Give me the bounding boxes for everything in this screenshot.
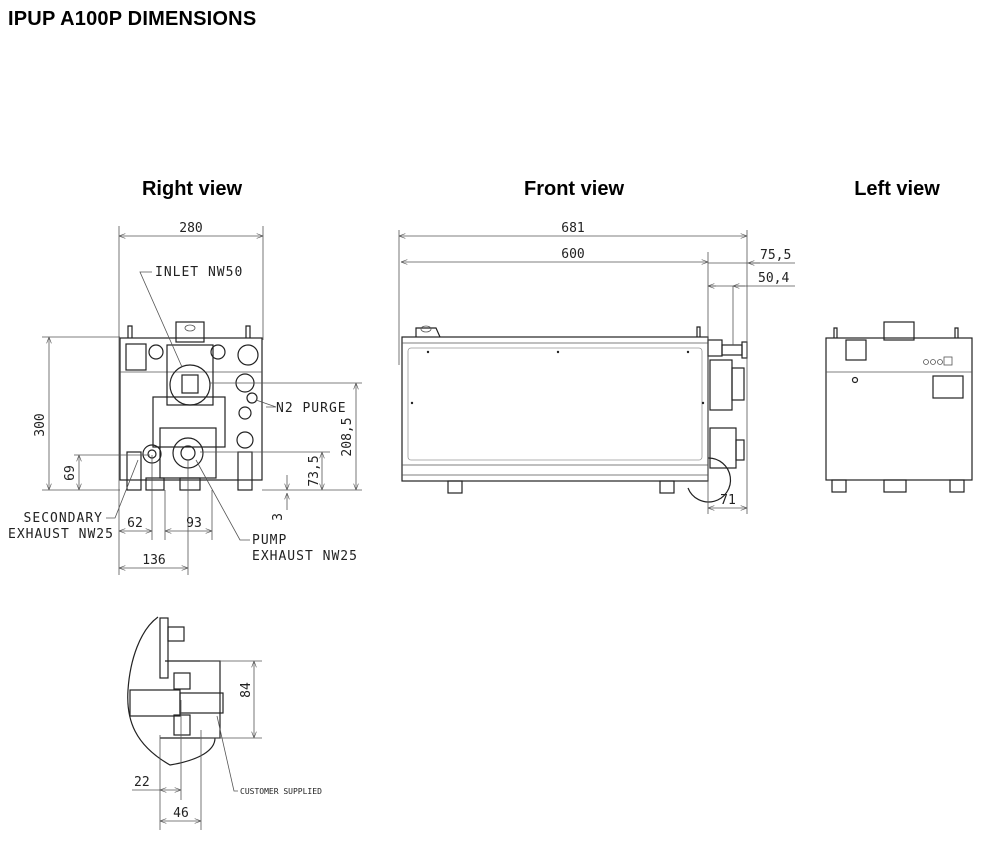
- dim-208-5: 208,5: [340, 417, 355, 456]
- label-pump-1: PUMP: [252, 533, 287, 548]
- right-view-title: Right view: [141, 178, 243, 200]
- dim-22: 22: [134, 775, 150, 790]
- label-secondary-1: SECONDARY: [24, 511, 103, 526]
- dim-84: 84: [239, 682, 254, 698]
- label-n2-purge: N2 PURGE: [276, 401, 347, 416]
- dim-3: 3: [271, 513, 286, 521]
- right-view-drawing: 280 300 69 73,5 208,5 3 62 93 136: [8, 221, 362, 575]
- dim-75-5: 75,5: [760, 248, 791, 263]
- dim-136: 136: [142, 553, 165, 568]
- label-inlet: INLET NW50: [155, 265, 243, 280]
- front-view-drawing: 681 600 75,5 50,4 71: [398, 221, 795, 514]
- exhaust-detail-drawing: 84 22 46 CUSTOMER SUPPLIED: [127, 616, 322, 830]
- label-secondary-2: EXHAUST NW25: [8, 527, 114, 542]
- dim-62: 62: [127, 516, 143, 531]
- front-view-title: Front view: [523, 178, 625, 200]
- dim-46: 46: [173, 806, 189, 821]
- left-view-drawing: [825, 321, 973, 493]
- dim-71: 71: [720, 493, 736, 508]
- label-customer-supplied: CUSTOMER SUPPLIED: [240, 787, 322, 796]
- page-title: IPUP A100P DIMENSIONS: [8, 8, 257, 30]
- dim-300: 300: [33, 413, 48, 436]
- dim-69: 69: [63, 465, 78, 481]
- left-view-title: Left view: [854, 178, 940, 200]
- dim-681: 681: [561, 221, 584, 236]
- dim-600: 600: [561, 247, 584, 262]
- dim-280: 280: [179, 221, 202, 236]
- dim-50-4: 50,4: [758, 271, 789, 286]
- dim-93: 93: [186, 516, 202, 531]
- label-pump-2: EXHAUST NW25: [252, 549, 358, 564]
- dim-73-5: 73,5: [307, 455, 322, 486]
